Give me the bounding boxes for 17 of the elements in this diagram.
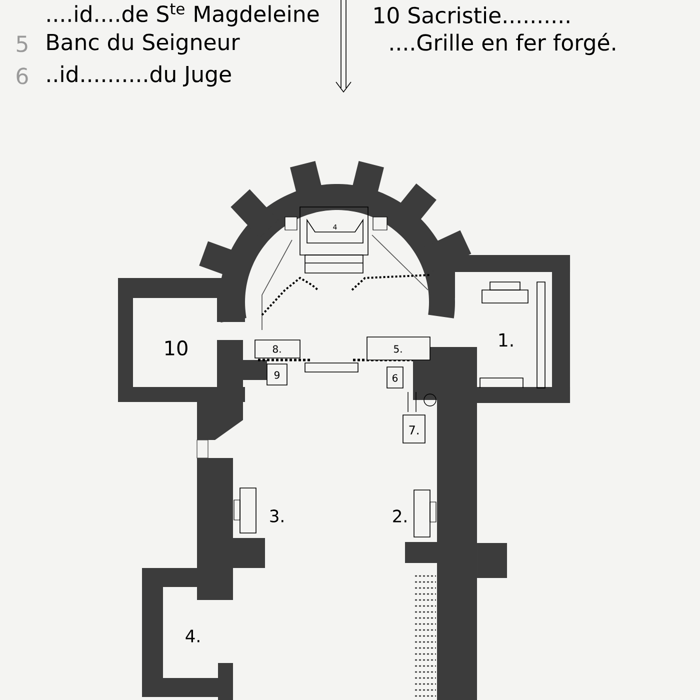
legend-entry: ..id..........du Juge xyxy=(48,65,231,87)
legend-number: 5 xyxy=(16,36,28,52)
callout-number: 2. xyxy=(393,510,406,522)
room-number: 10 xyxy=(165,340,188,356)
legend-entry: ....Grille en fer forgé. xyxy=(390,32,615,56)
legend-number: 6 xyxy=(16,68,28,84)
callout-number: 8. xyxy=(272,345,281,353)
callout-number: 6 xyxy=(392,374,398,382)
legend-entry: 10 Sacristie.......... xyxy=(374,6,570,24)
callout-number: 5. xyxy=(394,345,402,353)
legend-entry: Banc du Seigneur xyxy=(47,33,240,55)
legend-entry: ....id....de S$^{te}$ Magdeleine xyxy=(48,4,319,26)
callout-number: 9 xyxy=(274,371,280,379)
room-number: 4. xyxy=(186,630,200,642)
room-number: 1. xyxy=(499,333,513,347)
callout-number: 7. xyxy=(409,426,418,434)
callout-number: 3. xyxy=(270,510,284,522)
